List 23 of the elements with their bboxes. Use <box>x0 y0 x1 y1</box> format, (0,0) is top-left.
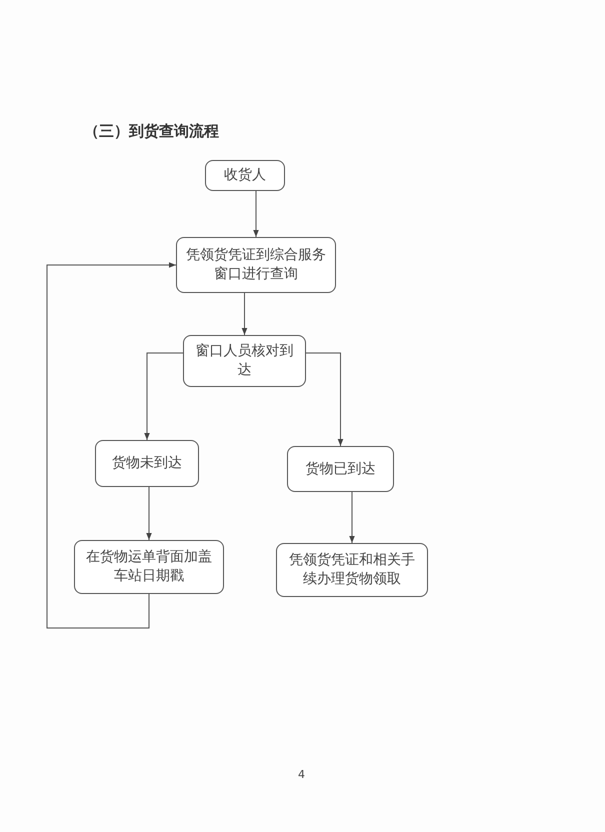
arrow <box>46 262 176 628</box>
box-text: 在货物运单背面加盖车站日期戳 <box>85 548 213 586</box>
arrow <box>242 292 248 336</box>
box-text: 收货人 <box>223 166 267 185</box>
process-box <box>95 440 199 487</box>
box-text: 凭领货凭证到综合服务窗口进行查询 <box>185 246 327 284</box>
process-box <box>183 335 306 387</box>
box-text: 货物已到达 <box>304 460 376 478</box>
arrow <box>144 352 184 440</box>
process-box <box>176 237 336 293</box>
arrow <box>253 190 259 238</box>
process-box <box>276 543 428 597</box>
process-box <box>287 446 394 492</box>
arrow <box>306 352 344 446</box>
page-number: 4 <box>298 768 305 781</box>
arrow <box>349 492 355 544</box>
heading: （三）到货查询流程 <box>84 122 219 141</box>
box-text: 凭领货凭证和相关手续办理货物领取 <box>288 551 416 589</box>
box-text: 窗口人员核对到达 <box>194 342 294 380</box>
process-box <box>205 160 285 191</box>
box-text: 货物未到达 <box>111 454 183 473</box>
process-box <box>74 540 224 594</box>
arrow <box>146 486 152 540</box>
